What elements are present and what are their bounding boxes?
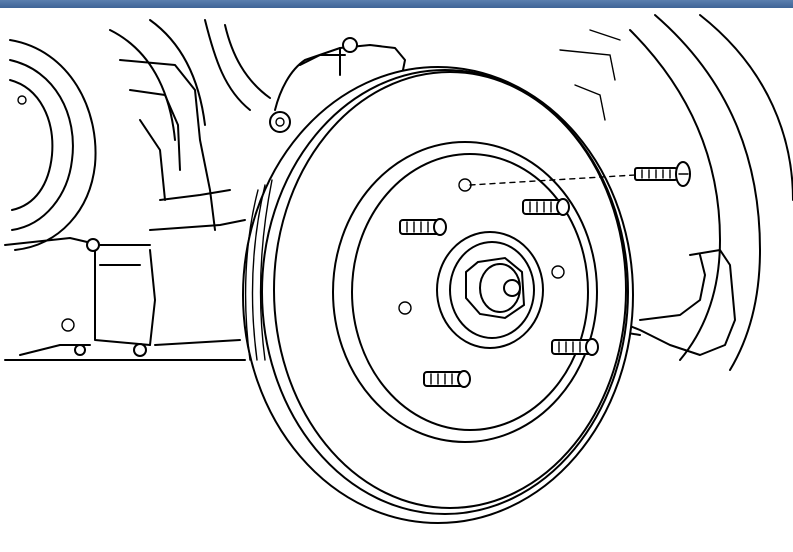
window-title-bar	[0, 0, 793, 8]
wheel-stud-right	[551, 338, 599, 356]
wheel-stud-left	[399, 218, 447, 236]
screw-bolt-icon	[469, 161, 691, 187]
wheel-stud-top	[522, 198, 570, 216]
brake-rotor-diagram	[4, 14, 793, 524]
brake-disc-rotor-icon	[242, 66, 634, 524]
wheel-stud-bottom	[423, 370, 471, 388]
suspension-background	[4, 14, 793, 371]
